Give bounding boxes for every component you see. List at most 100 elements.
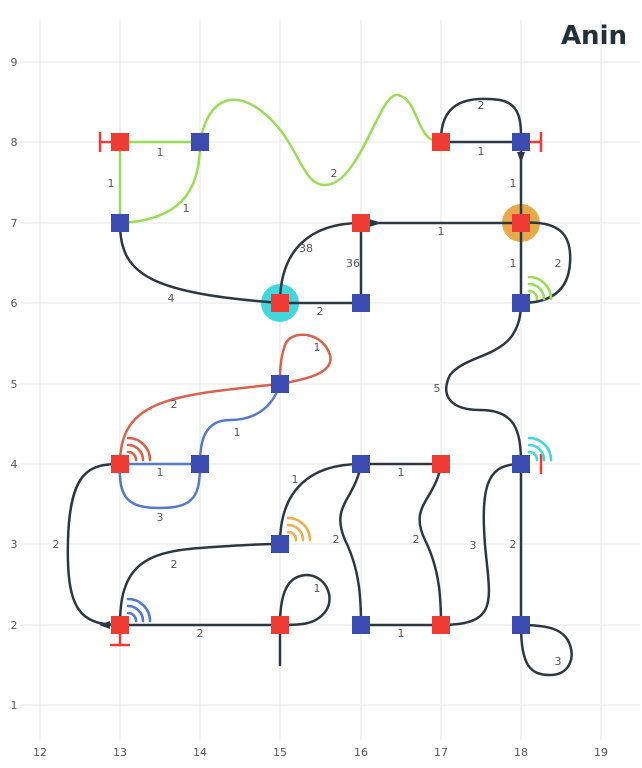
- edge: [118, 382, 282, 466]
- x-tick: 18: [514, 746, 528, 759]
- edge-label: 1: [292, 473, 299, 486]
- node[interactable]: [271, 375, 289, 393]
- edge: [118, 221, 282, 305]
- node[interactable]: [512, 455, 530, 473]
- wifi-signal-icon: [527, 436, 553, 462]
- edge-label: 1: [234, 426, 241, 439]
- edge-label: 5: [434, 382, 441, 395]
- node[interactable]: [352, 214, 370, 232]
- edge-label: 1: [398, 627, 405, 640]
- edge: [278, 462, 363, 546]
- y-tick: 1: [11, 699, 18, 712]
- arrowhead: [517, 152, 525, 163]
- node[interactable]: [432, 616, 450, 634]
- edge: [66, 462, 122, 627]
- edge-label: 1: [314, 582, 321, 595]
- node[interactable]: [271, 616, 289, 634]
- edge-label: 1: [108, 177, 115, 190]
- node[interactable]: [111, 214, 129, 232]
- edge-label: 2: [197, 627, 204, 640]
- y-axis-ticks: 1 2 3 4 5 6 7 8 9: [11, 56, 18, 712]
- x-tick: 16: [354, 746, 368, 759]
- wifi-signal-icon: [126, 597, 152, 623]
- node[interactable]: [191, 133, 209, 151]
- edge-label: 1: [510, 257, 517, 270]
- y-tick: 2: [11, 619, 18, 632]
- edge-label: 2: [53, 538, 60, 551]
- node[interactable]: [512, 214, 530, 232]
- end-caps: [98, 132, 543, 647]
- y-tick: 9: [11, 56, 18, 69]
- edge: [198, 93, 443, 187]
- edge-label: 2: [331, 167, 338, 180]
- node[interactable]: [271, 535, 289, 553]
- edge: [339, 462, 363, 627]
- edge-label: 2: [171, 558, 178, 571]
- edge-label: 1: [157, 466, 164, 479]
- node[interactable]: [352, 294, 370, 312]
- x-tick: 17: [434, 746, 448, 759]
- edge-label: 2: [317, 305, 324, 318]
- node[interactable]: [352, 616, 370, 634]
- edge: [418, 462, 443, 627]
- edge: [118, 140, 202, 225]
- y-tick: 7: [11, 217, 18, 230]
- node[interactable]: [191, 455, 209, 473]
- node[interactable]: [111, 455, 129, 473]
- node[interactable]: [111, 616, 129, 634]
- x-tick: 13: [113, 746, 127, 759]
- edge-label: 1: [478, 145, 485, 158]
- arrowhead: [369, 219, 382, 227]
- arrowheads: [99, 152, 525, 629]
- y-tick: 3: [11, 538, 18, 551]
- edge: [118, 542, 282, 627]
- edge-label: 1: [398, 466, 405, 479]
- y-tick: 8: [11, 136, 18, 149]
- node[interactable]: [432, 133, 450, 151]
- edge-label: 1: [157, 146, 164, 159]
- node[interactable]: [512, 616, 530, 634]
- diagram-title: Anin: [561, 21, 627, 51]
- red-nodes: [111, 133, 530, 634]
- edge-labels: 1 1 1 2 2 1 1 1 2 1 38 36 4 2 5 1 2 1 1 …: [53, 99, 562, 668]
- edge: [445, 301, 523, 466]
- x-tick: 12: [33, 746, 47, 759]
- edge: [198, 382, 282, 466]
- node[interactable]: [432, 455, 450, 473]
- edge-label: 2: [555, 257, 562, 270]
- edge-label: 4: [168, 292, 175, 305]
- edge-label: 2: [171, 398, 178, 411]
- y-tick: 6: [11, 297, 18, 310]
- edge: [278, 333, 332, 386]
- node[interactable]: [271, 294, 289, 312]
- x-tick: 15: [273, 746, 287, 759]
- edge-label: 1: [314, 341, 321, 354]
- edge-label: 3: [555, 655, 562, 668]
- edge: [439, 462, 523, 627]
- node[interactable]: [111, 133, 129, 151]
- node[interactable]: [512, 133, 530, 151]
- x-axis-ticks: 12 13 14 15 16 17 18 19: [33, 746, 608, 759]
- edge-label: 2: [413, 533, 420, 546]
- edge-label: 2: [333, 533, 340, 546]
- blue-nodes: [111, 133, 530, 634]
- x-tick: 14: [193, 746, 207, 759]
- edge-label: 1: [438, 225, 445, 238]
- arrowhead: [99, 621, 110, 629]
- edge: [439, 97, 523, 144]
- edge: [118, 462, 202, 510]
- wifi-signal-icon: [126, 436, 152, 462]
- x-tick: 19: [594, 746, 608, 759]
- edge-label: 2: [510, 538, 517, 551]
- edge-label: 2: [478, 99, 485, 112]
- wifi-signal-icon: [286, 516, 312, 542]
- edge-label: 3: [470, 539, 477, 552]
- node[interactable]: [512, 294, 530, 312]
- y-tick: 4: [11, 458, 18, 471]
- edge: [519, 623, 573, 677]
- green-edges: [118, 93, 443, 225]
- node[interactable]: [352, 455, 370, 473]
- edge: [278, 221, 363, 305]
- edge-label: 1: [510, 177, 517, 190]
